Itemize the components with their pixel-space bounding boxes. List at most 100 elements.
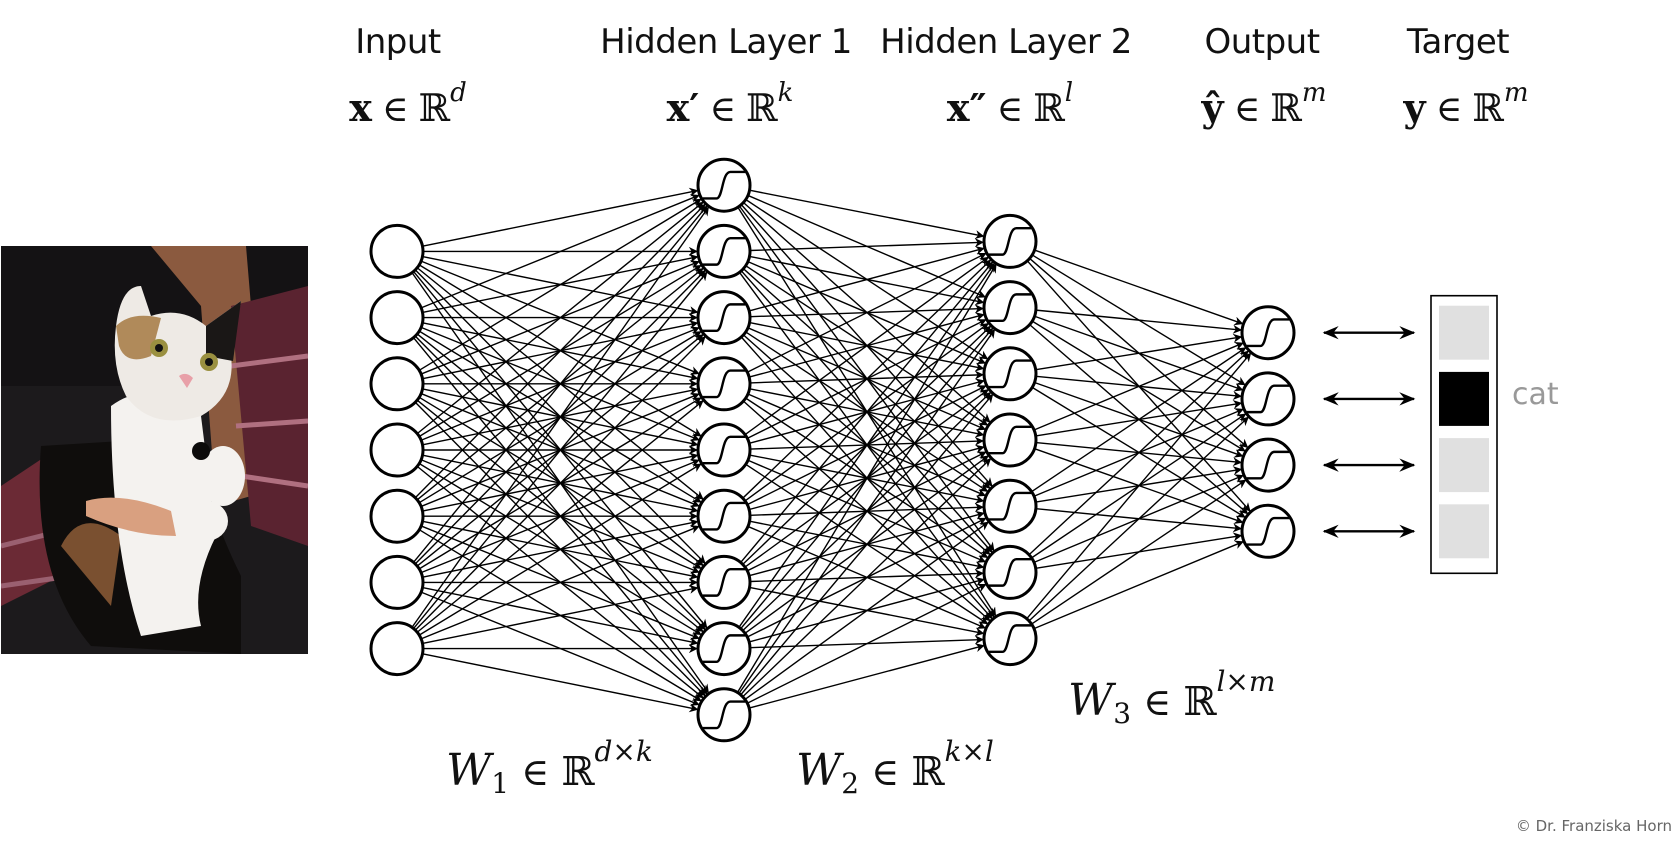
neuron-hidden1-8 xyxy=(696,687,752,743)
edge-hidden1-8-to-hidden2-4 xyxy=(744,521,989,701)
math-hidden1-symbol: x xyxy=(666,85,690,130)
element-of-symbol: ∈ xyxy=(381,89,409,130)
neuron-input-0 xyxy=(369,223,425,279)
neuron-output-2-circle xyxy=(1240,437,1296,493)
neuron-hidden2-1 xyxy=(982,280,1038,336)
edge-input-5-to-hidden1-0 xyxy=(412,205,708,563)
neuron-input-5 xyxy=(369,554,425,610)
target-cell-0 xyxy=(1439,305,1489,360)
neuron-hidden1-3 xyxy=(696,356,752,412)
neuron-hidden1-7-circle xyxy=(696,621,752,677)
neuron-input-0-circle xyxy=(369,223,425,279)
weight-w1-name: W xyxy=(446,745,492,796)
edge-input-6-to-hidden1-3 xyxy=(416,400,704,633)
math-output-symbol: ŷ xyxy=(1201,85,1224,130)
math-output: ŷ∈ℝm xyxy=(1202,78,1327,130)
edge-hidden1-7-to-hidden2-0 xyxy=(738,262,996,628)
edge-input-6-to-hidden1-4 xyxy=(418,463,702,636)
edge-input-1-to-hidden1-0 xyxy=(420,194,700,309)
edge-hidden1-8-to-hidden2-2 xyxy=(740,393,994,696)
neuron-hidden1-3-circle xyxy=(696,356,752,412)
weight-w3-dims: l×m xyxy=(1216,665,1276,698)
sigmoid-icon xyxy=(1246,450,1290,480)
neuron-input-4 xyxy=(369,488,425,544)
neuron-input-5-circle xyxy=(369,554,425,610)
edge-hidden2-5-to-output-0 xyxy=(1028,350,1249,556)
element-of-symbol: ∈ xyxy=(1233,89,1261,130)
sigmoid-icon xyxy=(988,557,1032,587)
element-of-symbol: ∈ xyxy=(1143,680,1172,724)
neuron-hidden1-5-circle xyxy=(696,488,752,544)
neuron-hidden1-0-circle xyxy=(696,157,752,213)
neuron-hidden2-4-circle xyxy=(982,478,1038,534)
neuron-input-6-circle xyxy=(369,621,425,677)
real-symbol: ℝ xyxy=(561,749,595,795)
sigmoid-icon xyxy=(702,236,746,266)
neuron-output-3-circle xyxy=(1240,503,1296,559)
neuron-hidden1-8-circle xyxy=(696,687,752,743)
neuron-hidden2-6 xyxy=(982,611,1038,667)
sigmoid-icon xyxy=(702,700,746,730)
weight-w3-name: W xyxy=(1068,675,1114,726)
sigmoid-icon xyxy=(702,170,746,200)
neuron-hidden1-7 xyxy=(696,621,752,677)
math-input-symbol: x xyxy=(349,85,372,130)
element-of-symbol: ∈ xyxy=(1435,89,1463,130)
neuron-hidden1-5 xyxy=(696,488,752,544)
sigmoid-icon xyxy=(988,359,1032,389)
edge-input-4-to-hidden1-0 xyxy=(414,203,706,499)
target-vector xyxy=(1430,294,1498,575)
weight-label-w3: W3∈ℝl×m xyxy=(1068,665,1275,730)
edge-hidden1-2-to-hidden2-0 xyxy=(748,246,985,312)
target-cell-2 xyxy=(1439,438,1489,493)
neuron-output-1-circle xyxy=(1240,371,1296,427)
edge-hidden2-0-to-output-0 xyxy=(1034,249,1244,326)
target-cell-1 xyxy=(1439,371,1489,426)
neuron-input-1-circle xyxy=(369,290,425,346)
weight-w1-index: 1 xyxy=(491,767,510,800)
sigmoid-icon xyxy=(702,634,746,664)
edge-input-0-to-hidden1-0 xyxy=(422,187,699,247)
neuron-hidden2-3-circle xyxy=(982,412,1038,468)
edge-hidden2-3-to-output-0 xyxy=(1033,342,1244,431)
cat-photo-illustration xyxy=(1,246,308,654)
math-hidden2: x″∈ℝl xyxy=(947,78,1073,130)
neuron-input-1 xyxy=(369,290,425,346)
weight-w1-dims: d×k xyxy=(594,735,653,768)
neuron-hidden2-4 xyxy=(982,478,1038,534)
target-class-label: cat xyxy=(1512,377,1559,412)
element-of-symbol: ∈ xyxy=(521,750,550,794)
real-symbol: ℝ xyxy=(1183,679,1217,725)
edge-input-6-to-hidden1-0 xyxy=(411,206,710,628)
neuron-hidden1-1-circle xyxy=(696,223,752,279)
neuron-hidden2-3 xyxy=(982,412,1038,468)
layer-title-output: Output xyxy=(1204,22,1320,62)
neuron-input-2-circle xyxy=(369,356,425,412)
neuron-hidden1-0 xyxy=(696,157,752,213)
sigmoid-icon xyxy=(702,369,746,399)
real-symbol: ℝ xyxy=(1033,86,1065,130)
element-of-symbol: ∈ xyxy=(996,89,1024,130)
real-symbol: ℝ xyxy=(1270,86,1302,130)
neuron-hidden2-1-circle xyxy=(982,280,1038,336)
sigmoid-icon xyxy=(702,435,746,465)
edge-hidden1-1-to-hidden2-0 xyxy=(749,238,984,252)
edge-hidden2-4-to-output-0 xyxy=(1031,347,1247,493)
math-target-symbol: y xyxy=(1403,85,1426,130)
layer-title-hidden1: Hidden Layer 1 xyxy=(600,22,852,62)
neuron-hidden1-4 xyxy=(696,422,752,478)
weight-w2-dims: k×l xyxy=(944,735,994,768)
edge-hidden1-8-to-hidden2-0 xyxy=(736,263,997,693)
layer-title-target: Target xyxy=(1406,22,1510,62)
neuron-input-3 xyxy=(369,422,425,478)
neuron-hidden1-2-circle xyxy=(696,290,752,346)
sigmoid-icon xyxy=(702,501,746,531)
edge-input-2-to-hidden1-0 xyxy=(418,198,702,371)
neuron-input-3-circle xyxy=(369,422,425,478)
neuron-hidden2-6-circle xyxy=(982,611,1038,667)
neuron-hidden1-6 xyxy=(696,554,752,610)
neuron-output-2 xyxy=(1240,437,1296,493)
math-hidden1-dim: k xyxy=(777,78,794,108)
real-symbol: ℝ xyxy=(1472,86,1504,130)
